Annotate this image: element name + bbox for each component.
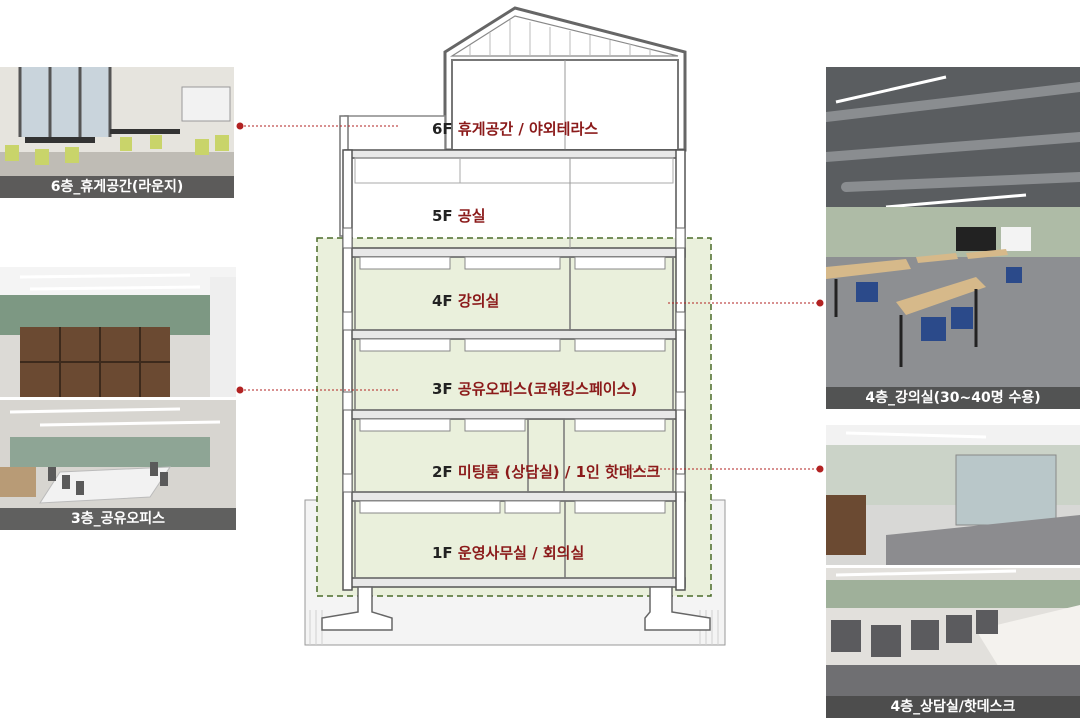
caption-lecture: 4층_강의실(30~40명 수용): [826, 387, 1080, 409]
floor-text: 미팅룸 (상담실) / 1인 핫데스크: [457, 463, 661, 481]
photo-consult: 4층_상담실/핫데스크: [826, 425, 1080, 718]
photo-lecture: 4층_강의실(30~40명 수용): [826, 67, 1080, 409]
floor-num: 4F: [432, 292, 453, 310]
photo-lounge: 6층_휴게공간(라운지): [0, 67, 234, 198]
floor-label-2f: 2F 미팅룸 (상담실) / 1인 핫데스크: [432, 461, 660, 482]
floor-label-3f: 3F 공유오피스(코워킹스페이스): [432, 378, 637, 399]
floor-num: 2F: [432, 463, 453, 481]
consult-image: [826, 425, 1080, 718]
floor-num: 6F: [432, 120, 453, 138]
floor-num: 5F: [432, 207, 453, 225]
floor-num: 1F: [432, 544, 453, 562]
leader-dot-lounge: [236, 122, 244, 130]
floor-text: 휴게공간 / 야외테라스: [457, 120, 599, 138]
photo-office: 3층_공유오피스: [0, 267, 236, 530]
floor-label-6f: 6F 휴게공간 / 야외테라스: [432, 118, 598, 139]
floor-num: 3F: [432, 380, 453, 398]
floor-text: 공유오피스(코워킹스페이스): [457, 380, 638, 398]
office-image: [0, 267, 236, 530]
floor-label-1f: 1F 운영사무실 / 회의실: [432, 542, 584, 563]
lecture-image: [826, 67, 1080, 409]
floor-text: 운영사무실 / 회의실: [457, 544, 585, 562]
floor-text: 강의실: [457, 292, 500, 310]
caption-office: 3층_공유오피스: [0, 508, 236, 530]
leader-dot-office: [236, 386, 244, 394]
floor-text: 공실: [457, 207, 486, 225]
floor-label-5f: 5F 공실: [432, 205, 486, 226]
leader-dot-consult: [816, 465, 824, 473]
lounge-image: [0, 67, 234, 198]
caption-lounge: 6층_휴게공간(라운지): [0, 176, 234, 198]
floor-label-4f: 4F 강의실: [432, 290, 499, 311]
caption-consult: 4층_상담실/핫데스크: [826, 696, 1080, 718]
leader-dot-lecture: [816, 299, 824, 307]
